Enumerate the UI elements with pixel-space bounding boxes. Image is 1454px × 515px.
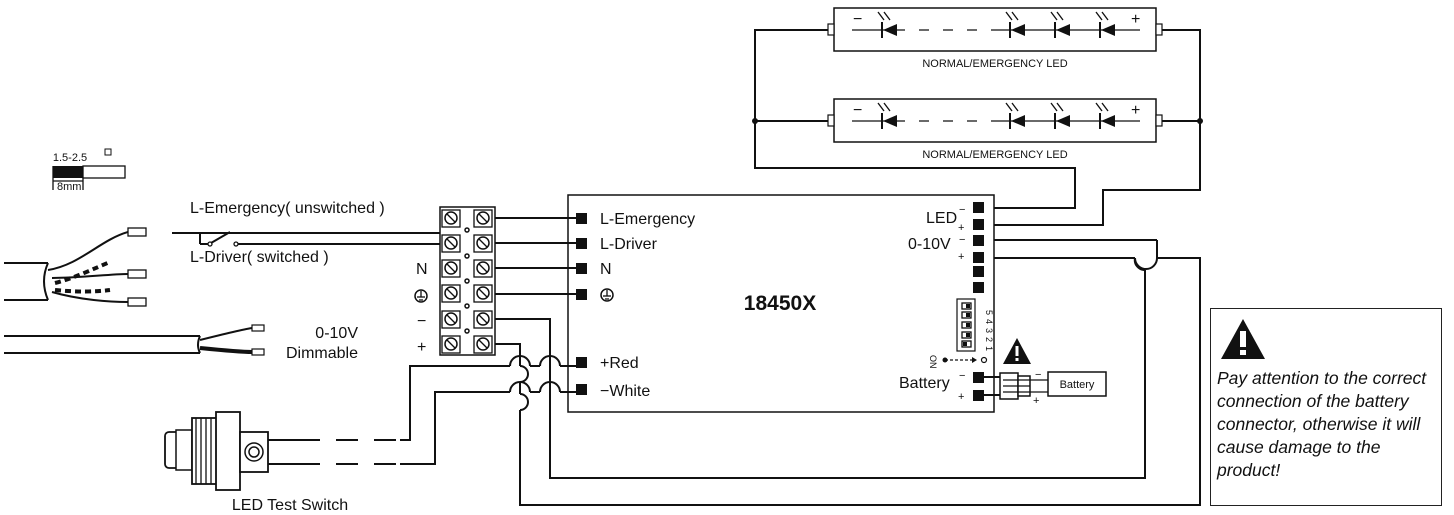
led-diode-icon — [881, 113, 897, 129]
dim-wiring — [495, 239, 1201, 506]
dip-number-5: 5 — [984, 310, 994, 315]
led-lamp-2: − + — [827, 98, 1163, 143]
dim-label-line2: Dimmable — [286, 345, 358, 362]
wire-strip-label: 8mm — [57, 181, 81, 193]
led-diode-icon — [1009, 22, 1025, 38]
input-label-plus: + — [417, 339, 426, 356]
led-minus-label: − — [959, 204, 965, 216]
led-diode-icon — [1009, 113, 1025, 129]
dim-minus-label: − — [959, 234, 965, 246]
battery-plus-label: + — [958, 391, 964, 403]
led-diode-icon — [1099, 22, 1115, 38]
input-label-l-driver: L-Driver( switched ) — [190, 249, 329, 266]
led-lamp-1-plus: + — [1131, 11, 1140, 28]
wire-gauge-label: 1.5-2.5 — [53, 152, 87, 164]
test-switch-label: LED Test Switch — [232, 497, 348, 514]
battery-plus-sign: + — [1033, 395, 1039, 407]
terminal-label-l-driver: L-Driver — [600, 236, 658, 253]
led-test-switch-icon[interactable] — [164, 411, 298, 491]
input-label-l-emergency: L-Emergency( unswitched ) — [190, 200, 385, 217]
dip-switch — [956, 298, 976, 352]
terminal-label-n: N — [600, 261, 612, 278]
dip-on-label: ON — [928, 355, 938, 369]
dip-number-3: 3 — [984, 328, 994, 333]
test-switch-wiring — [400, 355, 576, 465]
dim-plus-label: + — [958, 251, 964, 263]
input-label-minus: − — [417, 313, 426, 330]
warning-triangle-icon — [1221, 319, 1265, 359]
warning-box: Pay attention to the correct connection … — [1210, 308, 1442, 506]
mains-cable — [4, 227, 147, 307]
terminal-label-led: LED — [926, 210, 957, 227]
dip-number-2: 2 — [984, 337, 994, 342]
dim-label-line1: 0-10V — [315, 325, 358, 342]
module-right-terminals — [973, 202, 984, 401]
wire-strip-icon — [52, 165, 126, 190]
battery-connector — [984, 372, 1048, 400]
ground-icon — [414, 289, 428, 303]
terminal-block — [439, 206, 496, 356]
battery-minus-label: − — [959, 370, 965, 382]
input-label-n: N — [416, 261, 428, 278]
battery-minus-sign: − — [1035, 369, 1041, 381]
on-arrow-icon — [942, 356, 988, 364]
led-diode-icon — [1054, 113, 1070, 129]
terminal-label-battery: Battery — [899, 375, 950, 392]
led-lamp-1: − + — [827, 7, 1163, 52]
module-box — [567, 194, 995, 413]
led-wiring — [752, 29, 1203, 226]
square-unit-icon — [104, 148, 112, 156]
dip-number-1: 1 — [984, 346, 994, 351]
terminal-label-white: −White — [600, 383, 650, 400]
terminal-label-l-emergency: L-Emergency — [600, 211, 695, 228]
led-lamp-2-minus: − — [853, 102, 862, 119]
module-input-wiring — [495, 217, 576, 295]
ground-icon — [600, 288, 614, 302]
led-lamp-1-minus: − — [853, 11, 862, 28]
dimming-cable — [4, 324, 265, 356]
terminal-label-dim: 0-10V — [908, 236, 951, 253]
led-lamp-2-plus: + — [1131, 102, 1140, 119]
module-model: 18450X — [744, 292, 816, 315]
terminal-label-red: +Red — [600, 355, 639, 372]
warning-triangle-icon — [1003, 338, 1031, 364]
light-ray-icon — [877, 11, 1109, 21]
led-diode-icon — [881, 22, 897, 38]
led-diode-icon — [1099, 113, 1115, 129]
module-left-terminals — [576, 213, 587, 395]
led-plus-label: + — [958, 222, 964, 234]
dip-number-4: 4 — [984, 319, 994, 324]
mains-wiring — [172, 231, 440, 247]
warning-text: Pay attention to the correct connection … — [1217, 368, 1427, 480]
led-lamp-2-label: NORMAL/EMERGENCY LED — [922, 149, 1067, 161]
led-lamp-1-label: NORMAL/EMERGENCY LED — [922, 58, 1067, 70]
light-ray-icon — [877, 102, 1109, 112]
battery-label: Battery — [1060, 379, 1095, 391]
battery-icon — [1047, 371, 1107, 397]
led-diode-icon — [1054, 22, 1070, 38]
